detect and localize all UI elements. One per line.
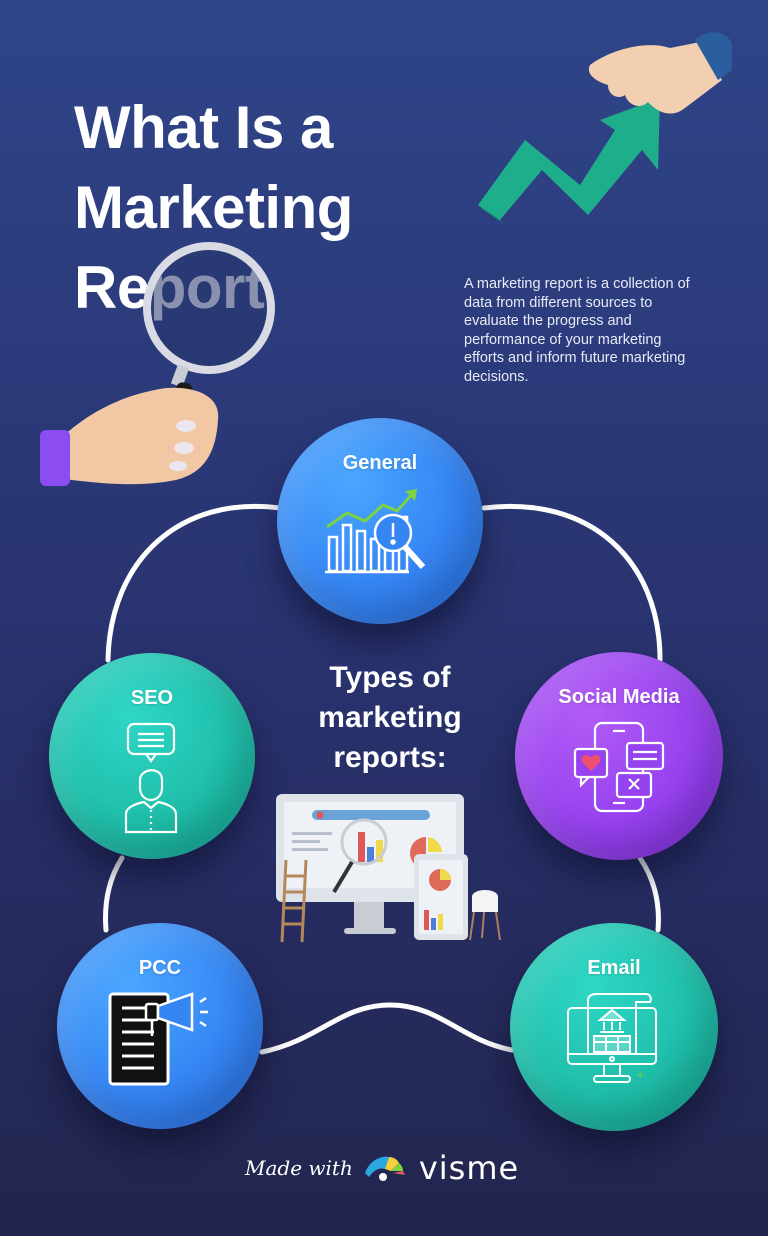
visme-brand-text: visme xyxy=(418,1149,520,1187)
chart-magnifier-icon xyxy=(325,489,426,574)
hand-icon xyxy=(40,387,219,486)
document-megaphone-icon xyxy=(108,992,208,1086)
report-type-seo[interactable]: SEO xyxy=(49,653,255,859)
svg-text:+: + xyxy=(636,1070,644,1081)
description-paragraph: A marketing report is a collection of da… xyxy=(464,276,690,385)
made-with-visme-badge[interactable]: Made with visme xyxy=(245,1148,525,1188)
growth-arrow-icon xyxy=(478,98,660,224)
person-speech-bubble-icon xyxy=(124,722,178,834)
report-type-label: SEO xyxy=(130,687,174,709)
dashboard-monitor-illustration xyxy=(276,794,501,943)
report-type-label: Email xyxy=(587,957,641,979)
visme-logo-icon xyxy=(364,1156,405,1181)
monitor-newsletter-icon: + xyxy=(567,993,657,1083)
report-type-general[interactable]: General xyxy=(277,418,483,624)
phone-chat-icon xyxy=(573,721,665,813)
hand-icon xyxy=(588,32,732,114)
report-type-label: General xyxy=(342,452,418,474)
report-type-pcc[interactable]: PCC xyxy=(57,923,263,1129)
types-heading: Types of marketing reports: xyxy=(318,661,462,774)
report-type-email[interactable]: Email + xyxy=(510,923,718,1131)
made-with-text: Made with xyxy=(245,1156,353,1180)
report-type-social-media[interactable]: Social Media xyxy=(515,652,723,860)
magnifier-hand-illustration xyxy=(40,242,275,486)
report-type-label: PCC xyxy=(138,957,182,979)
growth-arrow-illustration xyxy=(478,32,732,224)
report-type-label: Social Media xyxy=(558,686,680,708)
